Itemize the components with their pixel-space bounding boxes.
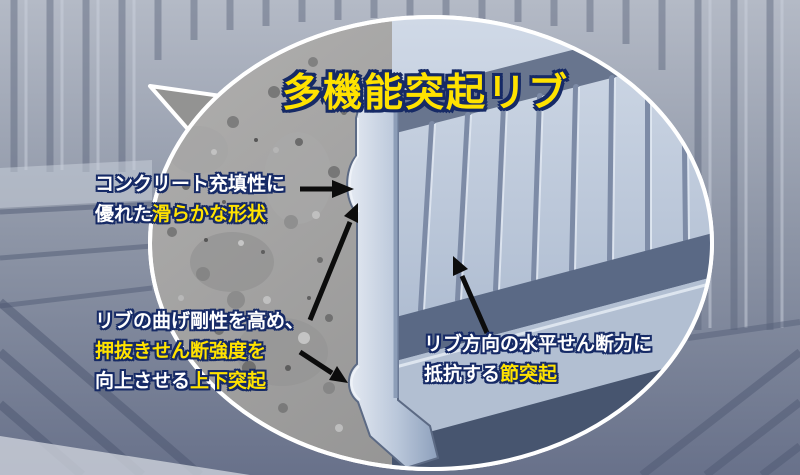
callout-highlight-text: 節突起 <box>500 364 558 385</box>
callout-text: リブの曲げ剛性を高め、 <box>95 311 305 332</box>
annotation-arrows <box>298 180 490 383</box>
callout-line: コンクリート充填性に <box>95 170 285 200</box>
callout-line: 押抜きせん断強度を <box>95 337 304 367</box>
callout-line: 向上させる上下突起 <box>95 367 304 397</box>
callout-highlight-text: 押抜きせん断強度を <box>95 341 267 362</box>
background-bottom-left-bright-band <box>0 436 250 475</box>
callout-line: リブ方向の水平せん断力に <box>424 330 652 360</box>
callout-highlight-text: 滑らかな形状 <box>152 204 267 225</box>
concrete-speckles <box>167 57 347 432</box>
background-top-corrugation-highlights <box>24 0 784 328</box>
callout-text: 向上させる <box>95 371 191 392</box>
panel-junction-shadow <box>392 210 712 362</box>
rib-top-face <box>362 84 408 96</box>
arrow-to-upper-protrusion <box>307 203 358 321</box>
arrow-to-lower-protrusion <box>298 349 348 383</box>
callout-line: 抵抗する節突起 <box>424 360 652 390</box>
arrow-to-node-protrusion <box>453 256 490 335</box>
callout-highlight-text: 上下突起 <box>190 371 267 392</box>
background-bottom-right-diagonals <box>639 348 800 475</box>
callout-line: リブの曲げ剛性を高め、 <box>95 307 304 337</box>
callout-smooth-shape: コンクリート充填性に 優れた滑らかな形状 <box>95 170 285 230</box>
bubble-outline <box>148 15 714 471</box>
background-right-seam <box>687 319 800 341</box>
arrow-to-smooth-shape <box>300 180 354 198</box>
callout-text: コンクリート充填性に <box>95 174 286 195</box>
callout-text: 抵抗する <box>424 364 501 385</box>
callout-updown-protrusion: リブの曲げ剛性を高め、 押抜きせん断強度を 向上させる上下突起 <box>95 307 304 397</box>
callout-line: 優れた滑らかな形状 <box>95 200 285 230</box>
panel-bottom-flange <box>392 254 712 442</box>
rib-cross-section <box>346 84 440 469</box>
page-title: 多機能突起リブ <box>282 72 570 115</box>
background-left-flange-highlight <box>0 160 152 208</box>
callout-text: 優れた <box>95 204 153 225</box>
background-left-deck-seams <box>0 201 153 309</box>
callout-text: リブ方向の水平せん断力に <box>424 334 653 355</box>
callout-node-protrusion: リブ方向の水平せん断力に 抵抗する節突起 <box>424 330 652 390</box>
